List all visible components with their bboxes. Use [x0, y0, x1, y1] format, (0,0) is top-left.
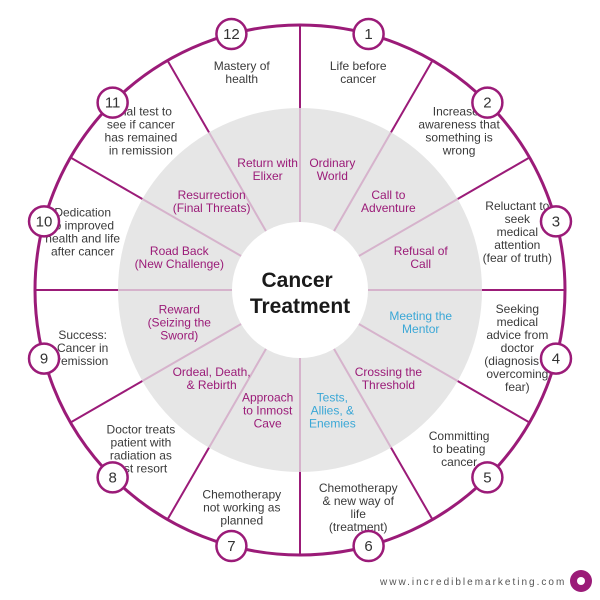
step-number: 9 [40, 351, 48, 368]
step-badge-circle [471, 86, 504, 119]
step-number: 12 [223, 26, 240, 43]
stage-label: Tests,Allies, &Enemies [309, 391, 356, 431]
footer-url[interactable]: www.incrediblemarketing.com [380, 577, 567, 588]
step-badge-circle [539, 205, 573, 238]
step-badge: 3 [539, 205, 573, 238]
step-badge: 8 [96, 461, 129, 494]
step-badge: 2 [471, 86, 504, 119]
step-badge-circle [539, 342, 573, 375]
inner-spoke [358, 198, 459, 257]
step-badge: 4 [539, 342, 573, 375]
step-number: 6 [364, 538, 372, 555]
step-badge-circle [96, 461, 129, 494]
outer-spoke [70, 380, 143, 424]
step-badge: 10 [27, 205, 61, 238]
brand-logo-icon [570, 570, 592, 592]
outer-spokes [35, 25, 565, 555]
outer-spoke [457, 156, 530, 200]
step-badge: 11 [96, 86, 129, 119]
stage-label: Ordeal, Death,& Rebirth [173, 365, 251, 392]
outer-spoke [166, 60, 210, 133]
step-badge-circle [352, 17, 385, 51]
step-badge-circle [352, 529, 385, 563]
inner-spoke [358, 323, 459, 382]
inner-spokes [118, 108, 482, 472]
outer-spoke [390, 60, 434, 133]
step-badge-circle [96, 86, 129, 119]
step-number: 2 [483, 95, 491, 112]
step-badge: 5 [471, 461, 504, 494]
step-number: 3 [552, 213, 560, 230]
inner-spoke [208, 131, 267, 232]
step-badge: 7 [215, 529, 248, 563]
step-number: 10 [36, 213, 53, 230]
center-circle [232, 222, 368, 358]
step-badge: 1 [352, 17, 385, 51]
inner-spoke [333, 131, 392, 232]
step-number: 1 [364, 26, 372, 43]
step-badge-circle [27, 205, 61, 238]
center-title: Cancer Treatment [250, 269, 350, 318]
inner-spoke [141, 198, 242, 257]
outer-spoke [457, 380, 530, 424]
step-number: 8 [108, 469, 116, 486]
step-badge: 9 [27, 342, 61, 375]
inner-spoke [208, 348, 267, 449]
step-badge: 12 [215, 17, 248, 51]
step-badge-circle [215, 529, 248, 563]
step-number: 7 [227, 538, 235, 555]
outer-spoke [70, 156, 143, 200]
inner-spoke [141, 323, 242, 382]
step-badge-circle [471, 461, 504, 494]
step-badge: 6 [352, 529, 385, 563]
step-number: 5 [483, 469, 491, 486]
stage-label: Resurrection(Final Threats) [173, 188, 251, 215]
outer-spoke [390, 447, 434, 520]
stage-label: Road Back(New Challenge) [135, 244, 224, 271]
step-badge-circle [215, 17, 248, 51]
step-number: 11 [105, 95, 121, 112]
outer-spoke [166, 447, 210, 520]
step-badge-circle [27, 342, 61, 375]
step-number: 4 [552, 351, 560, 368]
inner-spoke [333, 348, 392, 449]
